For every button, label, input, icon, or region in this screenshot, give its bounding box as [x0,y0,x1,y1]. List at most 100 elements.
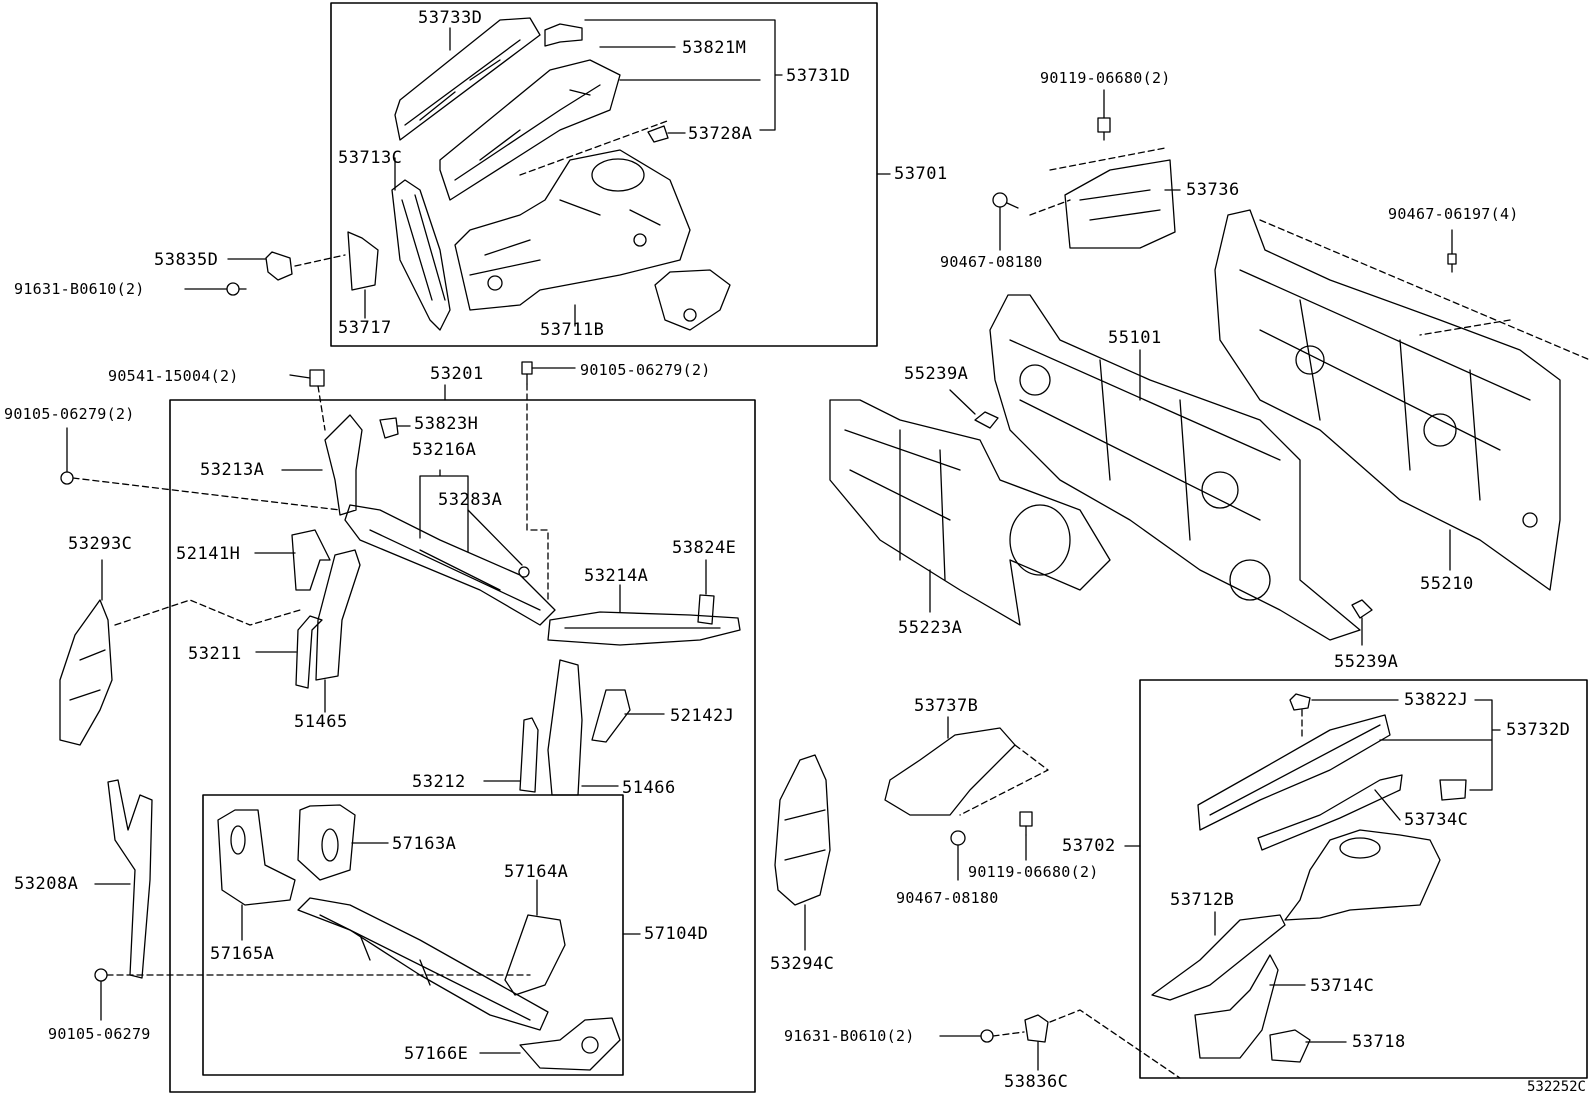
part-53711B-bracket [654,269,731,331]
label-53718: 53718 [1352,1032,1406,1052]
group-box-53201 [169,399,756,1093]
group-box-53702 [1139,679,1588,1079]
label-90467-06197: 90467-06197(4) [1388,205,1519,223]
bolt-90467-b [1447,253,1457,273]
bolt-91631-a [226,282,247,296]
part-55223A [829,399,1111,626]
label-53836C: 53836C [1004,1072,1069,1092]
dash-53835D [294,254,346,267]
label-53216A: 53216A [412,440,477,460]
dash-90105-b [72,477,341,511]
part-53712B [1151,914,1286,1001]
label-53208A: 53208A [14,874,79,894]
dash-53736 [1029,147,1166,216]
label-53824E: 53824E [672,538,737,558]
bracket-53836C [1024,1014,1049,1043]
label-53731D: 53731D [786,66,851,86]
group-box-57104D [202,794,624,1076]
clip-90467-a [992,192,1019,209]
part-52142J [591,689,631,743]
label-53728A: 53728A [688,124,753,144]
label-53214A: 53214A [584,566,649,586]
label-53711B: 53711B [540,320,605,340]
diagram-code: 532252C [1526,1079,1586,1095]
dash-53737B [959,744,1049,816]
part-53293C [59,599,113,746]
label-91631-B0610-b: 91631-B0610(2) [784,1027,915,1045]
clip-55239A-b [1351,599,1373,619]
label-55239A-a: 55239A [904,364,969,384]
leader-bracket-53731D [584,19,783,131]
part-53216A [344,504,556,626]
bolt-90119-b [1019,811,1033,836]
part-53294C [774,754,831,906]
part-53737B [884,727,1016,816]
bolt-90119-a [1097,117,1111,141]
label-57104D: 57104D [644,924,709,944]
bolt-90105-a [521,361,533,385]
label-57165A: 57165A [210,944,275,964]
label-53713C: 53713C [338,148,403,168]
bolt-91631-b [980,1029,994,1043]
label-91631-B0610-a: 91631-B0610(2) [14,280,145,298]
nut-90541 [309,369,325,387]
label-53213A: 53213A [200,460,265,480]
part-53714C [1194,954,1279,1059]
label-51465: 51465 [294,712,348,732]
dash-53293C [114,599,301,626]
label-90105-06279-b: 90105-06279(2) [4,405,135,423]
label-53211: 53211 [188,644,242,664]
part-51465 [315,549,361,681]
label-53732D: 53732D [1506,720,1571,740]
part-57166E [519,1017,621,1071]
part-53214A [547,611,741,646]
part-53213A [324,414,363,516]
label-53821M: 53821M [682,38,747,58]
leader-90541 [289,374,311,379]
label-53701: 53701 [894,164,948,184]
label-53201: 53201 [430,364,484,384]
bolt-90105-b [60,471,74,485]
label-55239A-b: 55239A [1334,652,1399,672]
label-53823H: 53823H [414,414,479,434]
part-53821M [544,23,583,47]
label-53737B: 53737B [914,696,979,716]
dash-91631-b [992,1031,1025,1037]
part-55101 [989,294,1361,641]
label-53736: 53736 [1186,180,1240,200]
label-53712B: 53712B [1170,890,1235,910]
label-90105-06279-a: 90105-06279(2) [580,361,711,379]
label-90541-15004: 90541-15004(2) [108,367,239,385]
label-90467-08180-c: 90467-08180 [896,889,999,907]
label-53835D: 53835D [154,250,219,270]
label-51466: 51466 [622,778,676,798]
part-53835D [265,251,293,281]
group-box-53701 [330,2,878,347]
part-53732D [1197,714,1391,831]
label-52142J: 52142J [670,706,735,726]
leader-53734C [1374,789,1401,821]
label-53822J: 53822J [1404,690,1469,710]
clip-90467-c [950,830,966,846]
part-53711B [454,149,691,311]
label-57164A: 57164A [504,862,569,882]
label-53734C: 53734C [1404,810,1469,830]
label-53714C: 53714C [1310,976,1375,996]
label-53283A: 53283A [438,490,503,510]
part-57163A [297,804,356,881]
label-55101: 55101 [1108,328,1162,348]
dash-90105-a [526,383,549,601]
label-55210: 55210 [1420,574,1474,594]
label-90467-08180-a: 90467-08180 [940,253,1043,271]
part-53208A [107,779,153,979]
part-53212 [519,717,539,793]
part-53733D [394,17,541,141]
leader-53283A [467,509,523,566]
part-53731D [439,59,621,201]
part-53822J [1289,693,1311,711]
part-53732D-bracket [1439,779,1467,801]
label-53294C: 53294C [770,954,835,974]
bolt-90105-c [94,968,108,982]
